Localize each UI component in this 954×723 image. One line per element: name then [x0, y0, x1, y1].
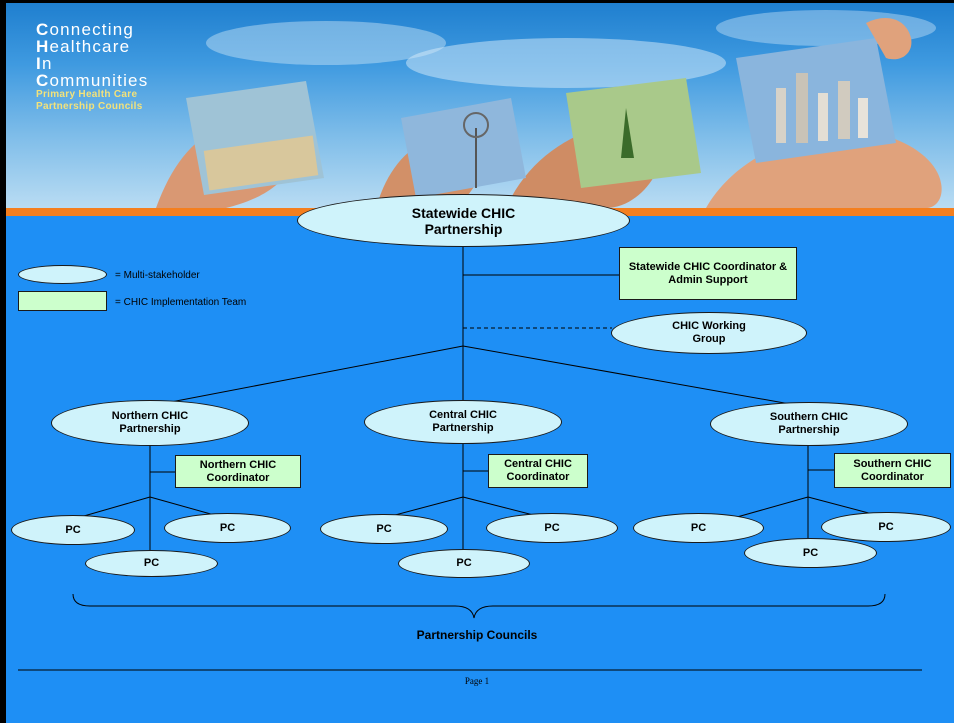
pc-node: PC	[744, 538, 877, 568]
legend-ellipse-label: = Multi-stakeholder	[115, 270, 200, 281]
legend-box-swatch	[18, 291, 107, 311]
pc-node: PC	[633, 513, 764, 543]
statewide-partnership-node: Statewide CHIC Partnership	[297, 194, 630, 247]
brand-line-2: Healthcare	[36, 37, 131, 56]
brand-subtitle-2: Partnership Councils	[36, 101, 143, 112]
slide-left-border	[0, 0, 6, 723]
pc-node: PC	[320, 514, 448, 544]
southern-coordinator-node: Southern CHIC Coordinator	[834, 453, 951, 488]
pc-node: PC	[164, 513, 291, 543]
page-number: Page 1	[464, 676, 490, 686]
statewide-coordinator-node: Statewide CHIC Coordinator & Admin Suppo…	[619, 247, 797, 300]
pc-node: PC	[486, 513, 618, 543]
pc-node: PC	[11, 515, 135, 545]
southern-partnership-node: Southern CHIC Partnership	[710, 402, 908, 446]
brand-logo-text: Connecting Healthcare In Communities Pri…	[36, 21, 148, 113]
pc-node: PC	[85, 550, 218, 577]
brand-subtitle-1: Primary Health Care	[36, 89, 138, 100]
northern-partnership-node: Northern CHIC Partnership	[51, 400, 249, 446]
brand-line-4: Communities	[36, 71, 149, 90]
header-banner: Connecting Healthcare In Communities Pri…	[6, 3, 954, 208]
legend-ellipse-swatch	[18, 265, 107, 284]
brand-line-1: Connecting	[36, 20, 135, 39]
partnership-councils-label: Partnership Councils	[416, 628, 538, 642]
pc-node: PC	[398, 549, 530, 578]
legend-box-label: = CHIC Implementation Team	[115, 297, 247, 308]
central-coordinator-node: Central CHIC Coordinator	[488, 454, 588, 488]
puzzle-piece-windmill	[401, 98, 526, 198]
working-group-node: CHIC Working Group	[611, 312, 807, 354]
pc-node: PC	[821, 512, 951, 542]
brand-line-3: In	[36, 54, 53, 73]
diagram-background	[6, 216, 954, 723]
slide-top-border	[0, 0, 954, 3]
central-partnership-node: Central CHIC Partnership	[364, 400, 562, 444]
puzzle-piece-farm	[566, 78, 701, 188]
banner-illustration	[156, 10, 942, 208]
northern-coordinator-node: Northern CHIC Coordinator	[175, 455, 301, 488]
